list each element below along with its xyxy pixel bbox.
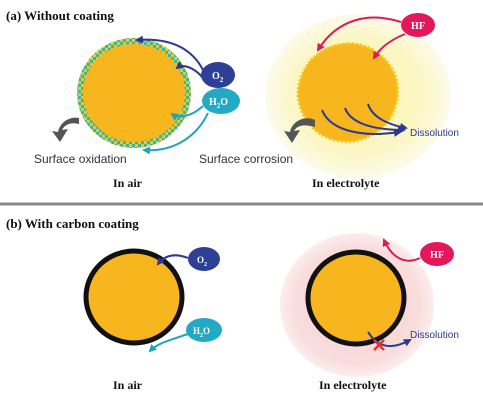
h2o-post: O [220, 97, 228, 108]
h2o-sub-b: 2 [200, 333, 203, 339]
h2o-sub: 2 [217, 102, 221, 110]
dissolution-arrow-1 [321, 109, 402, 137]
panel-b-air-particle [83, 248, 185, 346]
o2-badge-a: O2 [201, 62, 235, 88]
panel-b-electrolyte-caption: In electrolyte [319, 378, 387, 392]
o2-arrow-lower [175, 61, 204, 79]
panel-a-air-caption: In air [113, 176, 143, 190]
blocked-cross-icon [373, 339, 385, 351]
h2o-pre: H [209, 97, 217, 108]
h2o-badge-b: H2O [186, 318, 222, 342]
hf-badge-b: HF [420, 242, 454, 266]
hf-deflect-arrow [382, 238, 421, 262]
svg-text:H2O: H2O [193, 326, 210, 339]
hf-arrow-left [316, 16, 402, 52]
surface-corrosion-label: Surface corrosion [199, 152, 293, 166]
h2o-badge-a: H2O [202, 88, 240, 114]
hf-badge-a: HF [401, 13, 435, 37]
svg-text:O2: O2 [197, 255, 207, 268]
hf-arrow-right [372, 33, 406, 60]
o2-main: O [212, 71, 220, 82]
hf-label-b: HF [430, 250, 444, 261]
surface-corrosion-arrow [284, 118, 315, 143]
o2-deflect-arrow [156, 254, 189, 266]
panel-b-title: (b) With carbon coating [6, 216, 139, 231]
dissolution-arrow-2 [344, 107, 406, 134]
svg-text:H2O: H2O [209, 97, 228, 110]
panel-b-electrolyte-particle [305, 249, 407, 347]
panel-a: (a) Without coating O2 H2O Surface oxida… [6, 8, 459, 190]
dissolution-label-a: Dissolution [410, 128, 459, 139]
dissolution-arrow-3 [367, 103, 408, 131]
panel-a-electrolyte-particle [296, 42, 400, 143]
o2-main-b: O [197, 255, 204, 265]
o2-sub: 2 [220, 76, 224, 84]
blocked-dissolution-arrow [367, 331, 412, 348]
panel-a-electrolyte-caption: In electrolyte [312, 176, 380, 190]
carbon-coated-particle [83, 248, 185, 346]
particle-core [83, 44, 185, 142]
h2o-arrow-lower [142, 112, 209, 155]
o2-sub-b: 2 [204, 262, 207, 268]
panel-b-air-caption: In air [113, 378, 143, 392]
panel-a-title: (a) Without coating [6, 8, 114, 23]
panel-a-air-particle [77, 38, 191, 148]
svg-text:O2: O2 [212, 71, 224, 84]
h2o-post-b: O [203, 326, 210, 336]
o2-badge-b: O2 [188, 247, 220, 271]
panel-b: (b) With carbon coating O2 H2O In air HF [6, 216, 459, 392]
surface-oxidation-label: Surface oxidation [34, 152, 127, 166]
dissolution-label-b: Dissolution [410, 330, 459, 341]
h2o-pre-b: H [193, 326, 200, 336]
hf-label-a: HF [411, 21, 425, 32]
h2o-deflect-arrow [148, 333, 189, 353]
h2o-arrow-upper [170, 105, 204, 121]
surface-oxidation-arrow [52, 117, 79, 142]
o2-arrow-upper [135, 35, 204, 71]
